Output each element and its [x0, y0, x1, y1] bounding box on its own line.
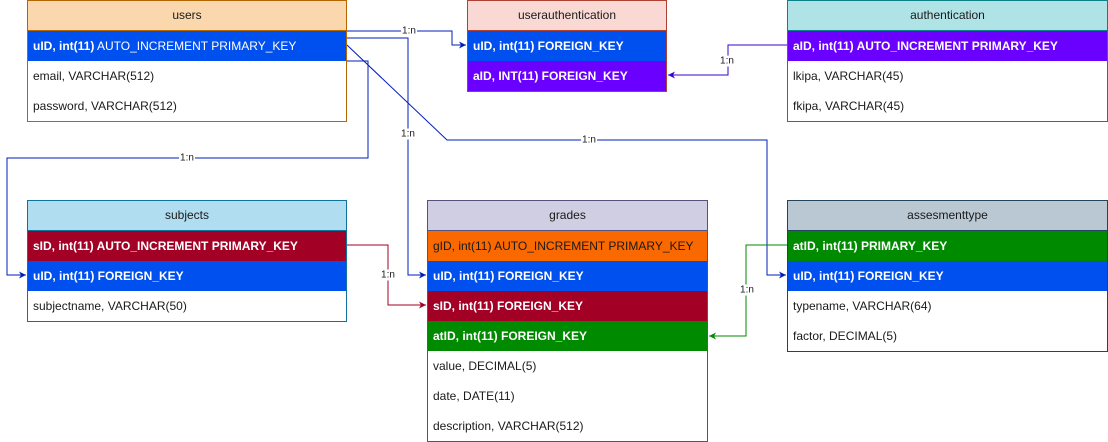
table-authentication[interactable]: authentication aID, int(11) AUTO_INCREME… [787, 0, 1108, 122]
field-row[interactable]: aID, int(11) AUTO_INCREMENT PRIMARY_KEY [788, 31, 1107, 61]
table-header: subjects [28, 201, 346, 231]
field-row[interactable]: gID, int(11) AUTO_INCREMENT PRIMARY_KEY [428, 231, 707, 261]
field-row[interactable]: uID, int(11) FOREIGN_KEY [428, 261, 707, 291]
field-row[interactable]: aID, INT(11) FOREIGN_KEY [468, 61, 666, 91]
field-key: sID, int(11) AUTO_INCREMENT PRIMARY_KEY [33, 239, 298, 253]
line-users-assesmenttype [346, 44, 786, 279]
table-users[interactable]: users uID, int(11) AUTO_INCREMENT PRIMAR… [27, 0, 347, 122]
field-key: uID, int(11) FOREIGN_KEY [473, 39, 624, 53]
table-header: userauthentication [468, 1, 666, 31]
field-row[interactable]: sID, int(11) FOREIGN_KEY [428, 291, 707, 321]
table-userauthentication[interactable]: userauthentication uID, int(11) FOREIGN_… [467, 0, 667, 92]
field-row[interactable]: atID, int(11) PRIMARY_KEY [788, 231, 1107, 261]
field-row[interactable]: uID, int(11) AUTO_INCREMENT PRIMARY_KEY [28, 31, 346, 61]
table-header: authentication [788, 1, 1107, 31]
relation-label-users-subjects: 1:n [179, 152, 195, 164]
field-key: uID, int(11) [33, 39, 95, 53]
field-key: atID, int(11) FOREIGN_KEY [433, 329, 588, 343]
field-row[interactable]: typename, VARCHAR(64) [793, 299, 932, 313]
table-header: grades [428, 201, 707, 231]
relation-label-authentication-userauthentication: 1:n [719, 55, 735, 67]
field-row[interactable]: email, VARCHAR(512) [33, 69, 155, 83]
line-users-grades [347, 37, 426, 279]
line-users-userauthentication [347, 30, 466, 49]
table-subjects[interactable]: subjects sID, int(11) AUTO_INCREMENT PRI… [27, 200, 347, 322]
field-key: uID, int(11) FOREIGN_KEY [793, 269, 944, 283]
relation-label-assesmenttype-grades: 1:n [739, 284, 755, 296]
table-grades[interactable]: grades gID, int(11) AUTO_INCREMENT PRIMA… [427, 200, 708, 442]
field-row[interactable]: factor, DECIMAL(5) [793, 329, 898, 343]
field-key: uID, int(11) FOREIGN_KEY [33, 269, 184, 283]
field-row[interactable]: uID, int(11) FOREIGN_KEY [468, 31, 666, 61]
table-header: users [28, 1, 346, 31]
table-assesmenttype[interactable]: assesmenttype atID, int(11) PRIMARY_KEY … [787, 200, 1108, 352]
field-row[interactable]: description, VARCHAR(512) [433, 419, 584, 433]
field-row[interactable]: lkipa, VARCHAR(45) [793, 69, 904, 83]
field-key: aID, INT(11) FOREIGN_KEY [473, 69, 628, 83]
field-row[interactable]: date, DATE(11) [433, 389, 515, 403]
table-header: assesmenttype [788, 201, 1107, 231]
relation-label-users-assesmenttype: 1:n [581, 134, 597, 146]
relation-label-users-grades: 1:n [400, 128, 416, 140]
field-row[interactable]: sID, int(11) AUTO_INCREMENT PRIMARY_KEY [28, 231, 346, 261]
field-row[interactable]: fkipa, VARCHAR(45) [793, 99, 905, 113]
field-row[interactable]: subjectname, VARCHAR(50) [33, 299, 187, 313]
field-key: uID, int(11) FOREIGN_KEY [433, 269, 584, 283]
field-row[interactable]: password, VARCHAR(512) [33, 99, 177, 113]
field-key: atID, int(11) PRIMARY_KEY [793, 239, 948, 253]
field-row[interactable]: value, DECIMAL(5) [433, 359, 537, 373]
field-row[interactable]: uID, int(11) FOREIGN_KEY [28, 261, 346, 291]
field-key: sID, int(11) FOREIGN_KEY [433, 299, 584, 313]
field-row[interactable]: atID, int(11) FOREIGN_KEY [428, 321, 707, 351]
field-key: aID, int(11) AUTO_INCREMENT PRIMARY_KEY [793, 39, 1058, 53]
field-constraints: AUTO_INCREMENT PRIMARY_KEY [94, 39, 297, 53]
field-row[interactable]: uID, int(11) FOREIGN_KEY [788, 261, 1107, 291]
relation-label-users-userauthentication: 1:n [401, 25, 417, 37]
relation-label-subjects-grades: 1:n [380, 269, 396, 281]
